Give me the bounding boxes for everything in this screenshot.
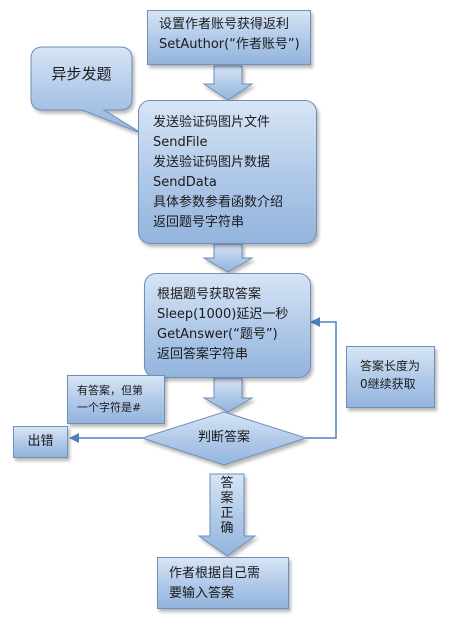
get-answer-line-1: 根据题号获取答案 xyxy=(157,287,262,302)
arrow-correct-char-1: 答 xyxy=(220,476,234,491)
note-has-answer: 有答案，但第 一个字符是# xyxy=(67,375,165,424)
block-arrow-1 xyxy=(202,65,254,101)
final-step: 作者根据自己需 要输入答案 xyxy=(157,557,289,609)
note-has-answer-line-2: 一个字符是# xyxy=(77,401,142,414)
step-set-author: 设置作者账号获得返利 SetAuthor(“作者账号”) xyxy=(147,10,311,65)
block-arrow-correct xyxy=(197,473,257,557)
callout-async-text: 异步发题 xyxy=(51,65,112,83)
arrow-correct-char-2: 案 xyxy=(220,491,234,506)
step-send: 发送验证码图片文件 SendFile 发送验证码图片数据 SendData 具体… xyxy=(138,100,317,244)
set-author-line-1: 设置作者账号获得返利 xyxy=(159,17,290,32)
get-answer-line-2: Sleep(1000)延迟一秒 xyxy=(157,307,289,322)
send-line-4: SendData xyxy=(153,175,217,190)
send-line-3: 发送验证码图片数据 xyxy=(153,155,271,170)
arrow-correct-char-3: 正 xyxy=(220,506,234,521)
error-box-text: 出错 xyxy=(27,434,54,449)
step-get-answer: 根据题号获取答案 Sleep(1000)延迟一秒 GetAnswer(“题号”)… xyxy=(144,273,311,378)
arrow-correct-char-4: 确 xyxy=(220,521,234,536)
callout-async-bubble xyxy=(30,46,144,135)
note-has-answer-line-1: 有答案，但第 xyxy=(77,384,143,397)
get-answer-line-3: GetAnswer(“题号”) xyxy=(157,327,278,342)
note-length-zero-line-1: 答案长度为 xyxy=(360,359,421,373)
error-arrowhead xyxy=(69,433,79,443)
loop-arrowhead xyxy=(310,317,320,327)
final-step-line-1: 作者根据自己需 xyxy=(169,566,261,581)
decision-text: 判断答案 xyxy=(197,430,250,445)
send-line-5: 具体参数参看函数介绍 xyxy=(153,195,284,210)
send-line-1: 发送验证码图片文件 xyxy=(153,115,271,130)
arrow-correct-label: 答 案 正 确 xyxy=(210,476,244,536)
send-line-6: 返回题号字符串 xyxy=(153,215,245,230)
decision-diamond xyxy=(140,411,308,466)
block-arrow-3 xyxy=(202,377,254,413)
note-length-zero: 答案长度为 0继续获取 xyxy=(346,346,435,408)
final-step-line-2: 要输入答案 xyxy=(169,586,235,601)
error-box: 出错 xyxy=(13,426,68,458)
loop-connector xyxy=(306,321,337,439)
send-line-2: SendFile xyxy=(153,135,208,150)
get-answer-line-4: 返回答案字符串 xyxy=(157,347,249,362)
note-length-zero-line-2: 0继续获取 xyxy=(360,377,416,391)
block-arrow-2 xyxy=(202,243,254,273)
set-author-line-2: SetAuthor(“作者账号”) xyxy=(159,37,300,52)
